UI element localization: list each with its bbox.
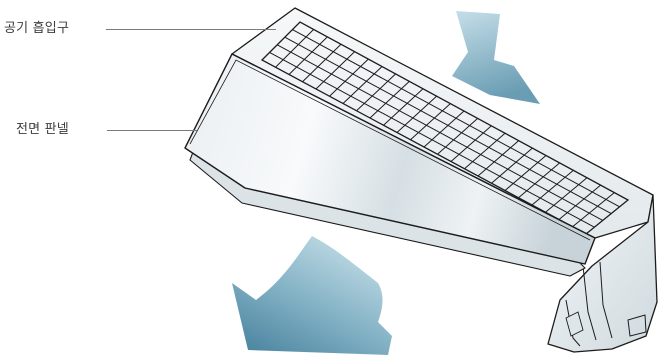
front-panel-leader-line bbox=[107, 130, 197, 131]
arrow-down-icon bbox=[452, 11, 540, 104]
front-panel-label: 전면 판넬 bbox=[16, 122, 69, 138]
curved-arrow-icon bbox=[232, 236, 392, 355]
air-intake-label: 공기 흡입구 bbox=[4, 21, 69, 37]
air-intake-leader-line bbox=[106, 29, 276, 30]
